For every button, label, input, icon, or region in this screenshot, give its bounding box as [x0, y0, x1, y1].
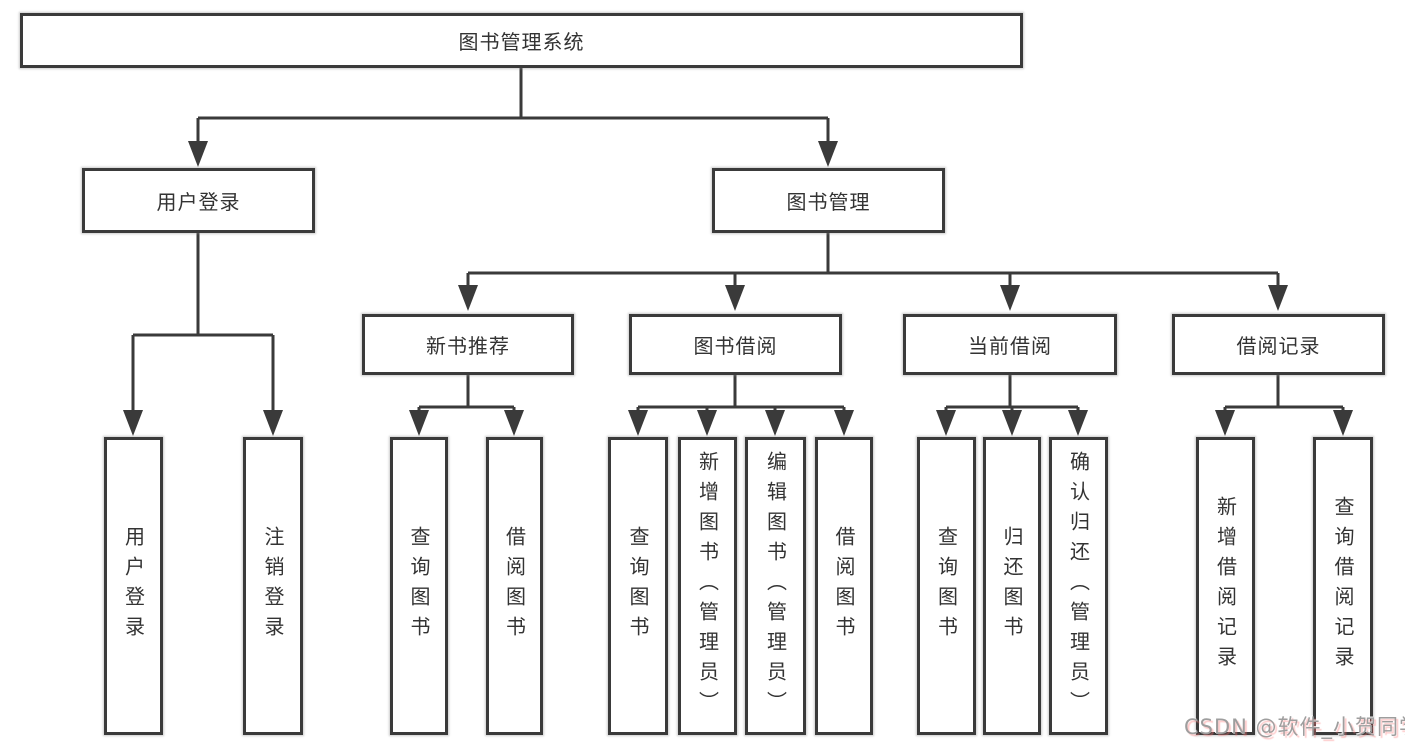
node-user-login: 用户登录 — [82, 168, 315, 233]
node-root: 图书管理系统 — [20, 13, 1023, 68]
leaf-add-borrow-record: 新增借阅记录 — [1196, 437, 1255, 735]
leaf-return-book: 归还图书 — [983, 437, 1041, 735]
leaf-query-books-recommend: 查询图书 — [390, 437, 448, 735]
leaf-edit-book-admin: 编辑图书（管理员） — [745, 437, 806, 735]
leaf-borrow-books: 借阅图书 — [815, 437, 873, 735]
node-current-borrow: 当前借阅 — [903, 314, 1117, 375]
leaf-borrow-books-recommend: 借阅图书 — [486, 437, 543, 735]
node-book-borrow: 图书借阅 — [629, 314, 842, 375]
node-borrow-records: 借阅记录 — [1172, 314, 1385, 375]
leaf-confirm-return-admin: 确认归还（管理员） — [1049, 437, 1108, 735]
node-book-management: 图书管理 — [712, 168, 945, 233]
leaf-user-login: 用户登录 — [104, 437, 163, 735]
leaf-query-books-current: 查询图书 — [917, 437, 976, 735]
leaf-add-book-admin: 新增图书（管理员） — [678, 437, 737, 735]
node-new-book-recommend: 新书推荐 — [362, 314, 574, 375]
csdn-watermark: CSDN @软件_小贺同学 — [1184, 715, 1405, 739]
leaf-logout: 注销登录 — [243, 437, 303, 735]
leaf-query-borrow-record: 查询借阅记录 — [1313, 437, 1373, 735]
arrowheads — [123, 141, 1353, 436]
leaf-query-books-borrow: 查询图书 — [608, 437, 668, 735]
